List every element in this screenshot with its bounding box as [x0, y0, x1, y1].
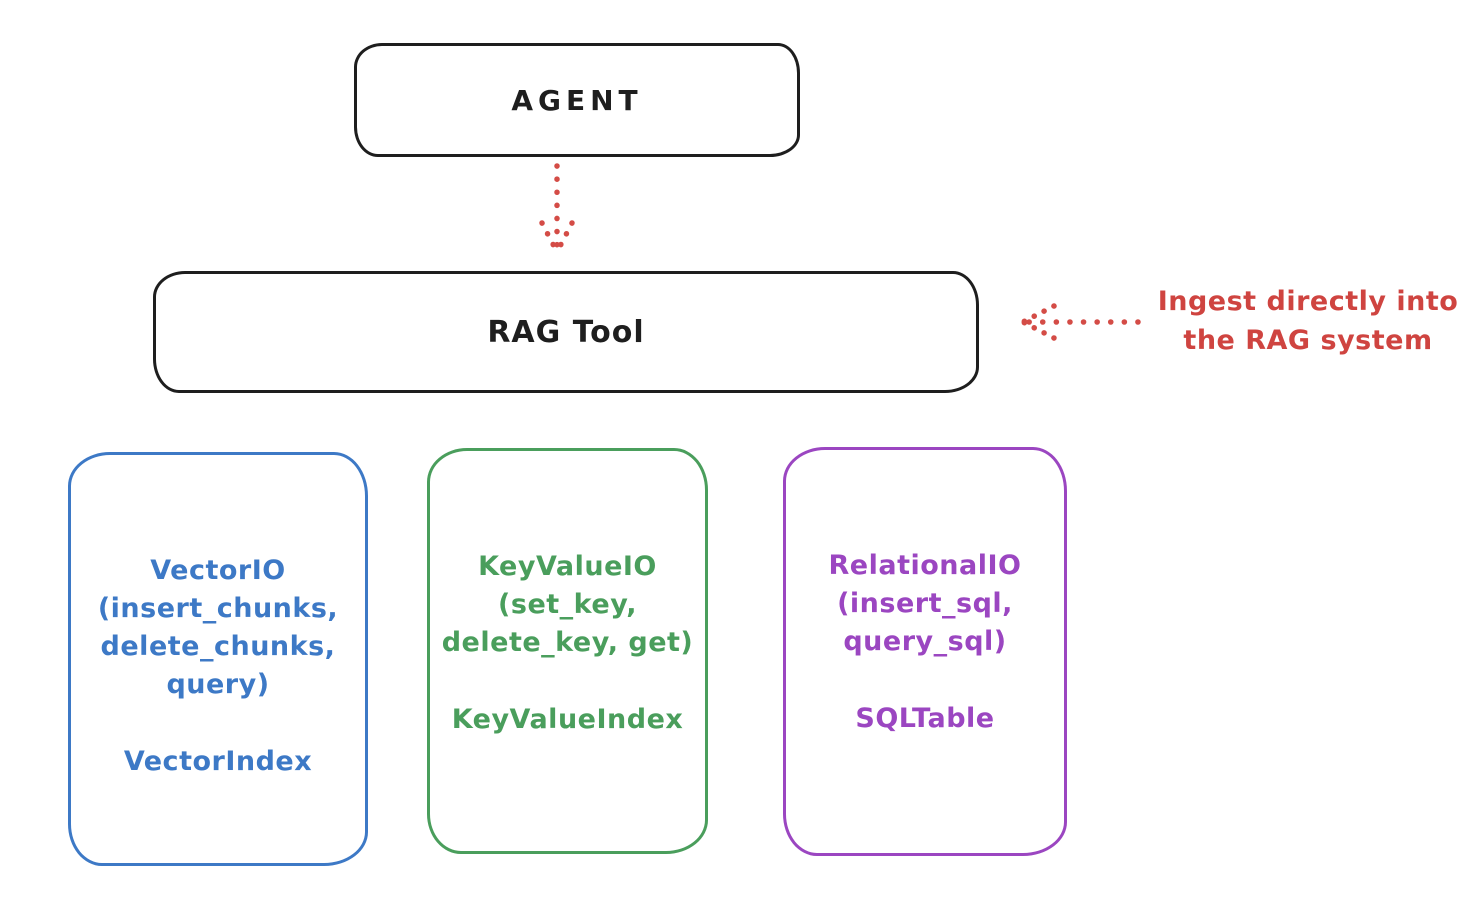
- relational-io-title: RelationalIO: [828, 550, 1022, 581]
- relational-io-node: RelationalIO (insert_sql, query_sql) SQL…: [783, 447, 1067, 856]
- keyvalue-io-node: KeyValueIO (set_key, delete_key, get) Ke…: [427, 448, 708, 854]
- left-arrow-icon: [1020, 303, 1141, 341]
- vector-io-methods-line1: (insert_chunks,: [97, 593, 339, 624]
- agent-label: AGENT: [511, 83, 643, 117]
- relational-io-methods-line1: (insert_sql,: [837, 588, 1013, 619]
- vector-io-title: VectorIO: [150, 555, 286, 586]
- keyvalue-io-methods-line2: delete_key, get): [441, 627, 694, 658]
- vector-io-node: VectorIO (insert_chunks, delete_chunks, …: [68, 452, 368, 866]
- sql-table-label: SQLTable: [855, 703, 995, 734]
- relational-io-methods-line2: query_sql): [843, 626, 1007, 657]
- vector-index-label: VectorIndex: [123, 746, 313, 777]
- rag-tool-label: RAG Tool: [487, 314, 645, 350]
- agent-node: AGENT: [354, 43, 800, 157]
- ingest-annotation: Ingest directly into the RAG system: [1143, 282, 1473, 360]
- keyvalue-index-label: KeyValueIndex: [451, 704, 684, 735]
- keyvalue-io-methods-line1: (set_key,: [498, 589, 637, 620]
- keyvalue-io-title: KeyValueIO: [478, 551, 657, 582]
- down-arrow-icon: [539, 163, 575, 255]
- rag-tool-node: RAG Tool: [153, 271, 979, 393]
- ingest-annotation-line1: Ingest directly into: [1157, 286, 1459, 317]
- vector-io-methods-line3: query): [166, 669, 270, 700]
- ingest-annotation-line2: the RAG system: [1183, 325, 1433, 356]
- vector-io-methods-line2: delete_chunks,: [100, 631, 336, 662]
